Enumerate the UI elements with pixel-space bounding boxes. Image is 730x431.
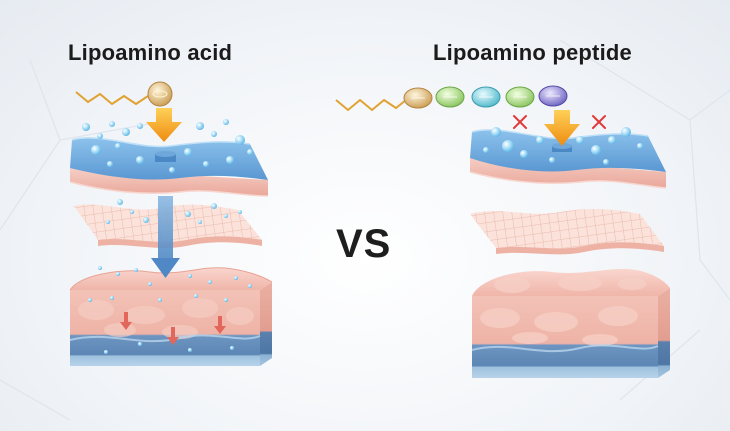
droplet-icon xyxy=(226,156,234,164)
droplet-icon xyxy=(116,272,120,276)
droplet-icon xyxy=(196,122,204,130)
droplet-icon xyxy=(211,203,217,209)
droplet-icon xyxy=(591,145,601,155)
droplet-icon xyxy=(184,148,192,156)
droplet-icon xyxy=(138,342,142,346)
droplet-icon xyxy=(483,147,489,153)
left-lipoamino-acid-molecule xyxy=(76,82,172,106)
left-skin-model xyxy=(70,82,272,366)
droplet-icon xyxy=(194,294,198,298)
droplet-icon xyxy=(143,217,149,223)
right-title: Lipoamino peptide xyxy=(433,40,632,66)
droplet-icon xyxy=(148,282,152,286)
droplet-icon xyxy=(169,167,175,173)
droplet-icon xyxy=(134,268,138,272)
droplet-icon xyxy=(223,119,229,125)
droplet-icon xyxy=(235,135,245,145)
droplet-icon xyxy=(158,298,162,302)
droplet-icon xyxy=(238,210,242,214)
droplet-icon xyxy=(576,136,584,144)
droplet-icon xyxy=(248,284,252,288)
droplet-icon xyxy=(97,133,103,139)
droplet-icon xyxy=(224,214,228,218)
droplet-icon xyxy=(536,136,544,144)
right-lipoamino-peptide-molecule xyxy=(336,86,567,110)
amino-acid-bead-icon xyxy=(148,82,172,106)
droplet-icon xyxy=(110,296,114,300)
versus-label: VS xyxy=(336,222,391,267)
cross-mark-icon xyxy=(593,116,605,128)
droplet-icon xyxy=(188,274,192,278)
droplet-icon xyxy=(136,156,144,164)
droplet-icon xyxy=(234,276,238,280)
droplet-icon xyxy=(502,140,514,152)
droplet-icon xyxy=(107,161,113,167)
down-arrow-icon xyxy=(146,108,182,142)
droplet-icon xyxy=(88,298,92,302)
droplet-icon xyxy=(247,149,253,155)
droplet-icon xyxy=(224,298,228,302)
droplet-icon xyxy=(106,220,110,224)
droplet-icon xyxy=(185,211,191,217)
left-title: Lipoamino acid xyxy=(68,40,232,66)
droplet-icon xyxy=(520,150,528,158)
droplet-icon xyxy=(230,346,234,350)
right-dermis-block xyxy=(472,269,670,378)
droplet-icon xyxy=(137,123,143,129)
droplet-icon xyxy=(130,210,134,214)
droplet-icon xyxy=(637,143,643,149)
droplet-icon xyxy=(188,348,192,352)
droplet-icon xyxy=(98,266,102,270)
left-dermis-block xyxy=(70,268,272,366)
droplet-icon xyxy=(621,127,631,137)
droplet-icon xyxy=(115,143,121,149)
droplet-icon xyxy=(109,121,115,127)
cross-mark-icon xyxy=(514,116,526,128)
lipid-tail-icon xyxy=(336,100,406,110)
droplet-icon xyxy=(122,128,130,136)
droplet-icon xyxy=(211,131,217,137)
droplet-icon xyxy=(203,161,209,167)
droplet-icon xyxy=(549,157,555,163)
droplet-icon xyxy=(104,350,108,354)
droplet-icon xyxy=(603,159,609,165)
lipid-tail-icon xyxy=(76,92,148,104)
droplet-icon xyxy=(198,220,202,224)
droplet-icon xyxy=(208,280,212,284)
left-epidermis-layer xyxy=(70,138,268,196)
droplet-icon xyxy=(117,199,123,205)
droplet-icon xyxy=(91,145,101,155)
droplet-icon xyxy=(608,136,616,144)
droplet-icon xyxy=(491,127,501,137)
droplet-icon xyxy=(82,123,90,131)
right-middle-layer xyxy=(470,209,664,254)
